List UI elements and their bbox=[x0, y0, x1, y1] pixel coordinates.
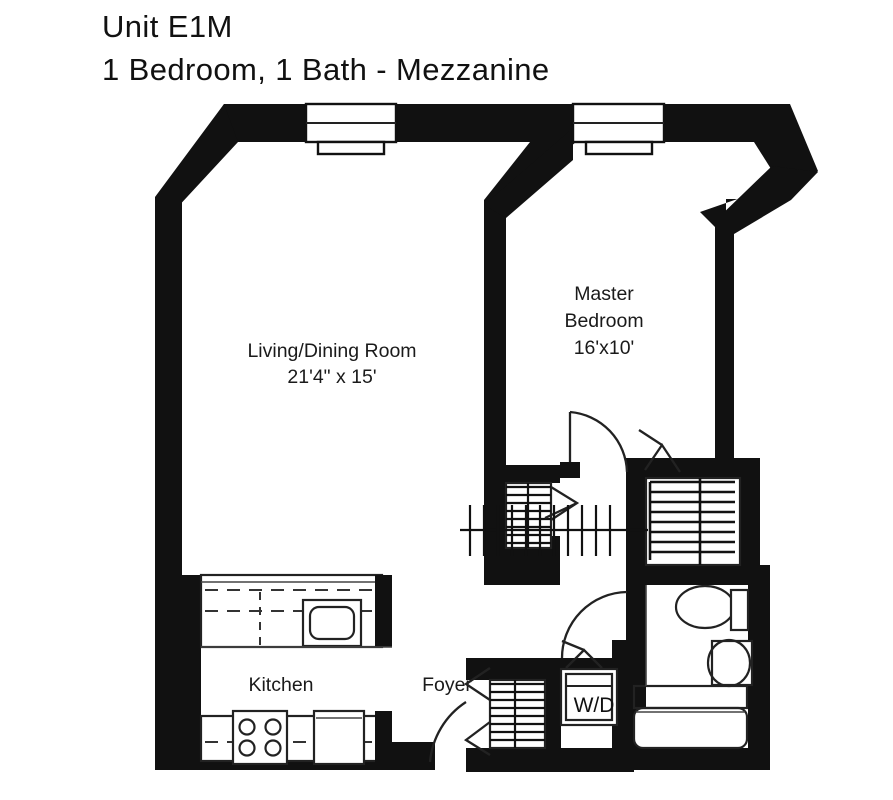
wall-left-upper bbox=[155, 197, 182, 580]
wd-access-line bbox=[561, 639, 585, 652]
wd-outer-box bbox=[559, 667, 619, 727]
wall-bath-bottom bbox=[626, 748, 770, 770]
wall-right-bedroom bbox=[715, 212, 734, 465]
window-living-room bbox=[304, 102, 398, 156]
wall-center-vertical bbox=[484, 200, 506, 465]
floor-edges bbox=[201, 585, 647, 686]
closet-a-bifold-door-2 bbox=[544, 501, 578, 520]
page-title: Unit E1M bbox=[102, 9, 233, 44]
wall-structure bbox=[155, 104, 818, 772]
wd-label: W/D bbox=[574, 694, 615, 717]
closet-foyer-bifold-door-upper bbox=[463, 667, 491, 701]
kitchen-sink-basin bbox=[308, 605, 356, 641]
bath-toilet-bowl bbox=[674, 584, 736, 630]
room-dim-master-bedroom: 16'x10' bbox=[574, 337, 635, 359]
bathroom-fixtures bbox=[632, 584, 754, 750]
door-entry-arc bbox=[428, 701, 467, 763]
bath-alcove-line bbox=[632, 684, 749, 710]
wall-closet-b-right bbox=[740, 458, 760, 583]
wall-kitchen-counter-stub bbox=[375, 575, 392, 647]
kitchen-fixtures bbox=[199, 573, 392, 766]
wall-kitchen-lower-stub bbox=[375, 711, 392, 764]
closet-walkin-right bbox=[460, 476, 742, 567]
kitchen-refrigerator bbox=[312, 709, 366, 766]
wall-hall-stub bbox=[612, 640, 634, 664]
window-master-bedroom bbox=[571, 102, 666, 156]
wall-bath-right bbox=[748, 565, 770, 770]
door-bedroom-closet-line bbox=[638, 429, 663, 446]
closet-b-shelving-vertical bbox=[648, 478, 735, 565]
kitchen-burner-2 bbox=[264, 718, 282, 736]
door-bedroom-jamb bbox=[560, 462, 580, 478]
wall-closet-b-bottom bbox=[626, 565, 760, 585]
page-subtitle: 1 Bedroom, 1 Bath - Mezzanine bbox=[102, 52, 550, 87]
kitchen-burner-4 bbox=[264, 739, 282, 757]
wall-closet-b-top bbox=[626, 458, 760, 478]
room-label-master-bedroom-line2: Bedroom bbox=[564, 310, 643, 332]
room-label-living-dining: Living/Dining Room bbox=[247, 340, 416, 362]
room-label-foyer: Foyer bbox=[422, 674, 472, 696]
kitchen-burner-1 bbox=[238, 718, 256, 736]
bath-toilet-tank bbox=[729, 588, 750, 632]
wall-top-middle bbox=[396, 104, 573, 142]
wall-foyer-wd-divider bbox=[545, 658, 561, 772]
closet-foyer bbox=[463, 667, 547, 756]
window-group bbox=[304, 102, 666, 156]
closet-left-bedroom bbox=[504, 481, 580, 550]
door-group bbox=[428, 410, 681, 763]
wall-bay-angle-lower-b bbox=[715, 166, 818, 237]
kitchen-burner-3 bbox=[238, 739, 256, 757]
wall-top-right bbox=[664, 104, 754, 142]
wall-top-left-run bbox=[224, 104, 306, 142]
door-bedroom-arc bbox=[569, 410, 629, 473]
room-label-kitchen: Kitchen bbox=[248, 674, 313, 696]
washer-dryer-unit: W/D bbox=[559, 639, 619, 727]
room-dim-living-dining: 21'4" x 15' bbox=[287, 366, 376, 388]
door-bathroom-arc bbox=[560, 590, 628, 659]
room-labels: Living/Dining Room 21'4" x 15' Master Be… bbox=[247, 283, 643, 696]
wall-left-lower bbox=[155, 575, 201, 770]
wall-center-angle-head-b bbox=[484, 128, 573, 218]
kitchen-range bbox=[231, 709, 289, 766]
closet-a-shelving bbox=[506, 483, 551, 548]
closet-foyer-shelving bbox=[490, 680, 545, 748]
bath-tub bbox=[632, 706, 749, 750]
room-label-master-bedroom-line1: Master bbox=[574, 283, 634, 305]
closet-foyer-interior bbox=[488, 678, 547, 750]
wd-inner-box bbox=[564, 672, 614, 722]
closet-foyer-bifold-door-lower bbox=[463, 721, 491, 756]
closet-b-rod-hatching bbox=[460, 505, 648, 556]
wall-closet-b-left bbox=[626, 458, 646, 583]
